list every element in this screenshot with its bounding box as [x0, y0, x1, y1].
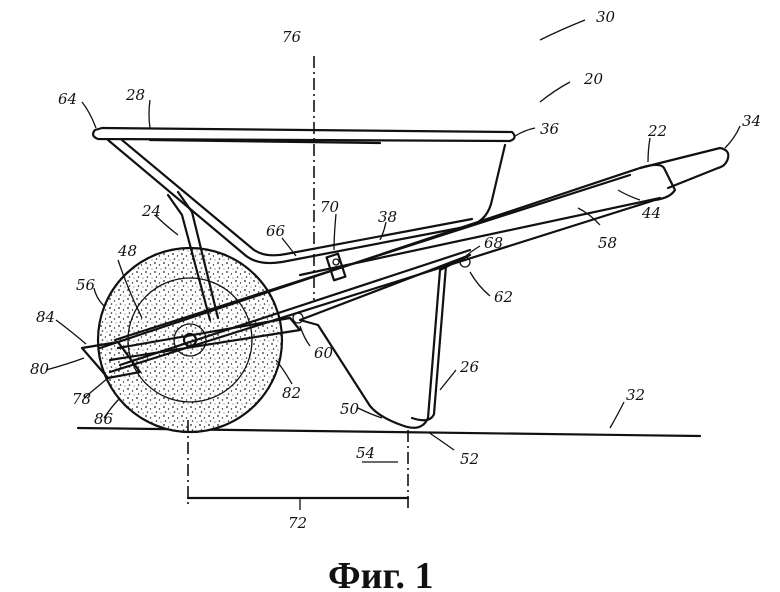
- ref-50: 50: [340, 400, 360, 418]
- ref-22: 22: [647, 122, 667, 140]
- ref-20: 20: [583, 70, 604, 88]
- tray-support: [166, 190, 220, 322]
- ref-32: 32: [626, 386, 645, 404]
- ref-54: 54: [356, 444, 375, 462]
- ref-56: 56: [76, 276, 96, 294]
- reference-numerals: 30 20 76 64 28 36 22 34 24 66 70 38 48 6…: [30, 8, 761, 532]
- ref-28: 28: [125, 86, 145, 104]
- ref-64: 64: [58, 90, 77, 108]
- wheel: [96, 246, 284, 434]
- ref-34: 34: [742, 112, 761, 130]
- figure-caption: Фиг. 1: [328, 555, 434, 592]
- ref-62: 62: [494, 288, 513, 306]
- ref-48: 48: [117, 242, 137, 260]
- ref-66: 66: [266, 222, 286, 240]
- ref-80: 80: [30, 360, 50, 378]
- ref-36: 36: [540, 120, 560, 138]
- ref-72: 72: [288, 514, 307, 532]
- ref-30: 30: [596, 8, 616, 26]
- ref-82: 82: [282, 384, 301, 402]
- brace: [108, 316, 302, 362]
- ref-84: 84: [36, 308, 55, 326]
- ref-76: 76: [282, 28, 302, 46]
- bracket-70: [325, 252, 347, 282]
- ref-78: 78: [72, 390, 91, 408]
- ref-60: 60: [314, 344, 334, 362]
- tray: [91, 126, 516, 265]
- ref-70: 70: [320, 198, 340, 216]
- ref-38: 38: [378, 208, 397, 226]
- ref-52: 52: [460, 450, 479, 468]
- ref-26: 26: [459, 358, 480, 376]
- leader-lines: [45, 19, 741, 463]
- axle-bracket: [80, 340, 142, 380]
- ref-24: 24: [141, 202, 161, 220]
- ref-68: 68: [484, 234, 503, 252]
- handles: [98, 146, 730, 374]
- ref-86: 86: [94, 410, 114, 428]
- ref-58: 58: [598, 234, 617, 252]
- ref-44: 44: [641, 204, 661, 222]
